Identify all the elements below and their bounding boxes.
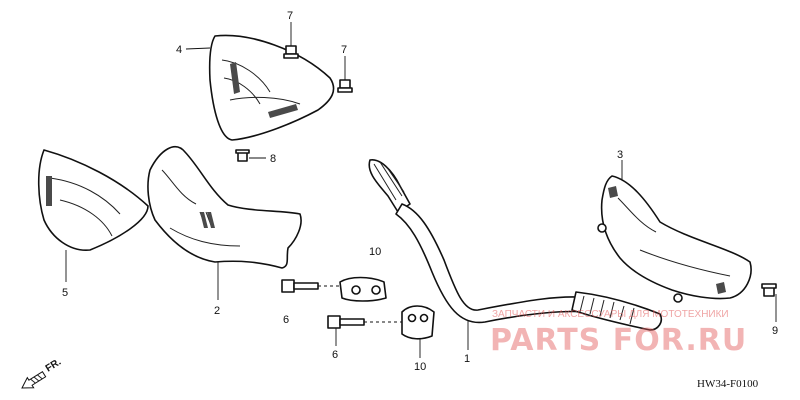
screw-7b	[337, 79, 353, 93]
screw-8	[235, 149, 250, 162]
callout-4: 4	[176, 44, 182, 56]
callout-7b: 7	[341, 44, 347, 56]
callout-1: 1	[464, 353, 470, 365]
leader-4	[185, 47, 211, 50]
callout-9: 9	[772, 325, 778, 337]
callout-10a: 10	[369, 246, 381, 258]
callout-3: 3	[617, 149, 623, 161]
callout-5: 5	[62, 287, 68, 299]
handlebar-pipe	[368, 159, 663, 331]
bolt-6a	[281, 279, 319, 293]
callout-6a: 6	[283, 314, 289, 326]
front-direction-arrow-icon	[21, 370, 47, 389]
callout-6b: 6	[332, 349, 338, 361]
diagram-code: HW34-F0100	[697, 378, 759, 390]
screw-7a	[283, 45, 299, 59]
handlebar-upper-cover-front	[208, 34, 335, 141]
callout-7a: 7	[287, 10, 293, 22]
screw-9	[761, 283, 777, 297]
callout-10b: 10	[414, 361, 426, 373]
handlebar-holder-upper	[339, 276, 387, 302]
callout-8: 8	[270, 153, 276, 165]
watermark-tagline: ЗАПЧАСТИ И АКСЕССУАРЫ ДЛЯ МОТОТЕХНИКИ	[492, 309, 729, 320]
callout-2: 2	[214, 305, 220, 317]
handlebar-holder-lower	[401, 305, 435, 340]
bolt-6b	[327, 315, 365, 329]
handlebar-rear-cover	[597, 175, 752, 303]
front-direction-label: FR.	[44, 357, 64, 375]
handlebar-lower-cover	[147, 146, 302, 269]
watermark-logo: PARTS FOR.RU	[490, 323, 747, 358]
handlebar-side-cover	[37, 149, 149, 251]
